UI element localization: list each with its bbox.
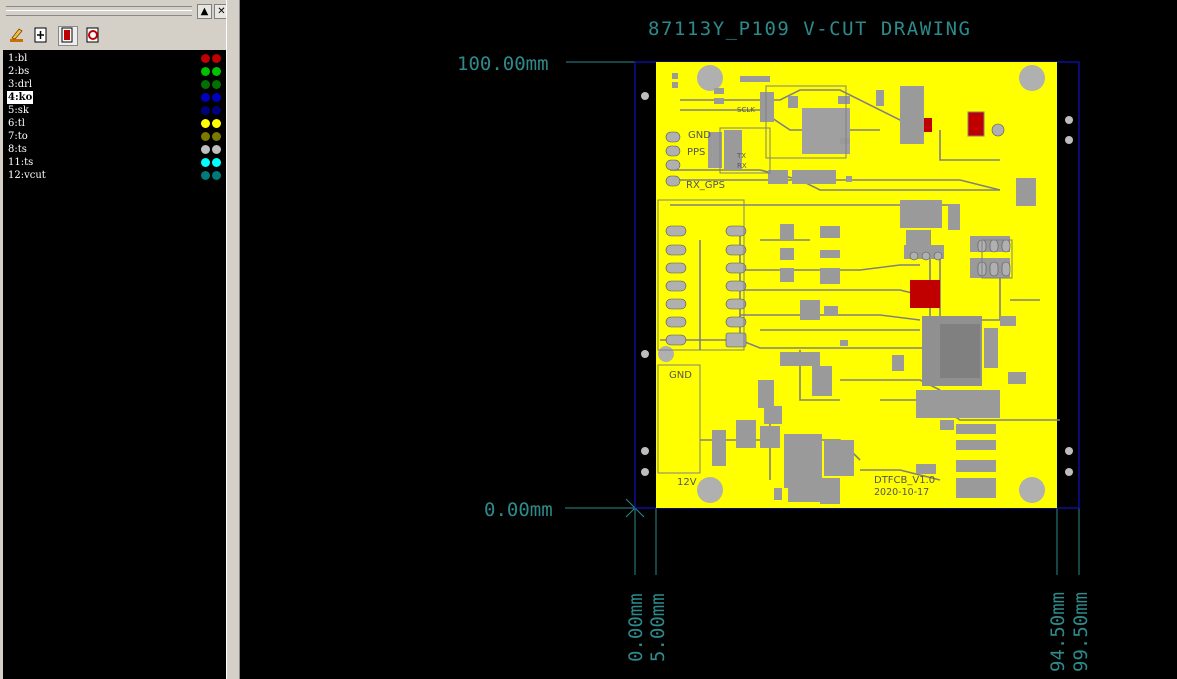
draw-tool-icon: [10, 28, 23, 42]
layer-color-swatch[interactable]: [199, 145, 221, 164]
silk-rx-gps: RX_GPS: [686, 180, 725, 191]
mounting-holes: [658, 65, 1045, 503]
layer-row[interactable]: 12:vcut: [3, 169, 226, 182]
dim-top-label: 100.00mm: [457, 53, 549, 75]
layer-color-dot: [201, 106, 210, 115]
silkscreen-text: GND PPS RX_GPS GND 12V DTFCB_V1.0 2020-1…: [669, 106, 935, 498]
layer-name: 3:drl: [8, 79, 33, 90]
rail-fiducials: [641, 92, 1073, 476]
layer-color-swatch[interactable]: [199, 93, 221, 112]
layer-color-swatch[interactable]: [199, 132, 221, 151]
layer-color-dot: [201, 93, 210, 102]
silk-pps: PPS: [687, 147, 705, 158]
layer-color-swatch[interactable]: [199, 119, 221, 138]
layer-color-swatch[interactable]: [199, 158, 221, 177]
layer-color-dot: [212, 93, 221, 102]
silk-gnd-bottom: GND: [669, 370, 692, 381]
layer-row[interactable]: 3:drl: [3, 78, 226, 91]
layer-color-dot: [212, 119, 221, 128]
layer-row[interactable]: 6:tl: [3, 117, 226, 130]
dim-x99-label: 99.50mm: [1070, 592, 1092, 672]
layer-color-swatch[interactable]: [199, 106, 221, 125]
layer-name: 7:to: [8, 131, 28, 142]
dimension-labels: 87113Y_P109 V-CUT DRAWING 100.00mm 0.00m…: [457, 18, 1092, 672]
layer-color-dot: [201, 67, 210, 76]
layer-row[interactable]: 8:ts: [3, 143, 226, 156]
layer-color-swatch[interactable]: [199, 171, 221, 190]
drawing-title: 87113Y_P109 V-CUT DRAWING: [648, 18, 971, 40]
silk-sclk: SCLK: [737, 106, 755, 114]
layer-row[interactable]: 4:ko: [3, 91, 226, 104]
layer-row[interactable]: 5:sk: [3, 104, 226, 117]
layer-color-dot: [212, 54, 221, 63]
pcb-drawing: GND PPS RX_GPS GND 12V DTFCB_V1.0 2020-1…: [457, 18, 1092, 672]
layer-color-dot: [201, 119, 210, 128]
layer-name: 6:tl: [8, 118, 25, 129]
dim-x5-label: 5.00mm: [647, 593, 669, 662]
panel-splitter[interactable]: [226, 0, 240, 679]
layer-color-dot: [201, 80, 210, 89]
layer-color-swatch[interactable]: [199, 80, 221, 99]
layer-props-icon: [61, 27, 73, 43]
collapse-button[interactable]: ▲: [197, 4, 212, 19]
layer-color-dot: [212, 67, 221, 76]
layer-row[interactable]: 1:bl: [3, 52, 226, 65]
layer-name: 12:vcut: [8, 170, 46, 181]
layer-name: 11:ts: [8, 157, 34, 168]
layer-color-dot: [212, 171, 221, 180]
layer-color-dot: [201, 54, 210, 63]
silk-date: 2020-10-17: [874, 487, 929, 498]
layer-color-swatch[interactable]: [199, 67, 221, 86]
layer-row[interactable]: 2:bs: [3, 65, 226, 78]
layer-name: 5:sk: [8, 105, 29, 116]
layer-row[interactable]: 7:to: [3, 130, 226, 143]
layer-color-dot: [212, 145, 221, 154]
layer-color-dot: [201, 132, 210, 141]
dim-x0-label: 0.00mm: [625, 593, 647, 662]
layer-name: 1:bl: [8, 53, 28, 64]
silk-12v: 12V: [677, 477, 697, 488]
layer-name: 8:ts: [8, 144, 27, 155]
drawing-canvas[interactable]: GND PPS RX_GPS GND 12V DTFCB_V1.0 2020-1…: [240, 0, 1177, 679]
add-layer-button[interactable]: [32, 26, 50, 44]
component-pads: [672, 73, 1036, 504]
silk-outlines: [657, 85, 1013, 474]
layer-props-button[interactable]: [58, 26, 78, 46]
layer-color-dot: [212, 106, 221, 115]
draw-tool-button[interactable]: [8, 26, 26, 44]
layer-panel: ▲ ✕ 1:: [0, 0, 238, 679]
silk-version: DTFCB_V1.0: [874, 475, 935, 486]
layer-color-dot: [212, 80, 221, 89]
panel-grip[interactable]: [6, 6, 192, 16]
layer-color-dot: [212, 132, 221, 141]
delete-layer-icon: [86, 27, 99, 43]
layer-name: 4:ko: [7, 91, 34, 104]
layer-color-swatch[interactable]: [199, 54, 221, 73]
dim-x94-label: 94.50mm: [1047, 592, 1069, 672]
layer-color-dot: [201, 171, 210, 180]
delete-layer-button[interactable]: [84, 26, 102, 44]
silk-tx: TX: [736, 152, 746, 160]
layer-color-dot: [201, 158, 210, 167]
connector-pins: [665, 123, 1011, 348]
layer-row[interactable]: 11:ts: [3, 156, 226, 169]
silk-rx: RX: [737, 162, 747, 170]
silk-gnd-top: GND: [688, 130, 711, 141]
layer-color-dot: [212, 158, 221, 167]
panel-titlebar: ▲ ✕: [0, 0, 238, 22]
layer-color-dot: [201, 145, 210, 154]
add-layer-icon: [34, 27, 47, 43]
dim-bottom-label: 0.00mm: [484, 499, 553, 521]
layer-name: 2:bs: [8, 66, 30, 77]
